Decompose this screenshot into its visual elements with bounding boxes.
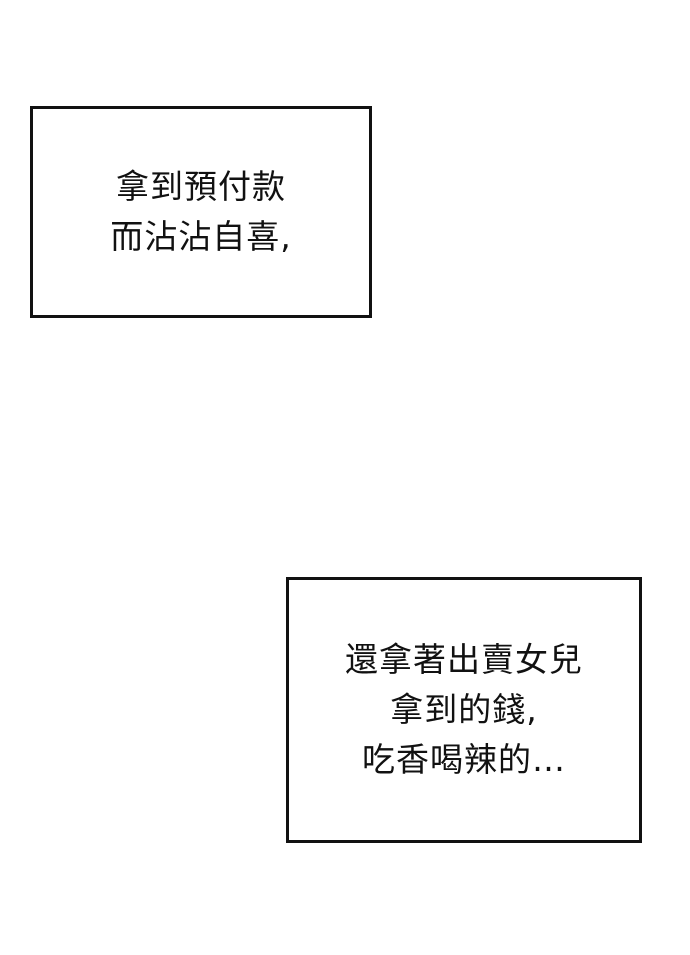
narration-box-upper: 拿到預付款 而沾沾自喜,: [30, 106, 372, 318]
narration-line: 拿到預付款: [116, 167, 286, 206]
narration-line: 而沾沾自喜,: [110, 217, 292, 256]
narration-box-lower: 還拿著出賣女兒 拿到的錢, 吃香喝辣的…: [286, 577, 642, 843]
narration-line: 拿到的錢,: [390, 690, 538, 729]
narration-line: 吃香喝辣的…: [362, 740, 566, 779]
narration-line: 還拿著出賣女兒: [345, 640, 583, 679]
